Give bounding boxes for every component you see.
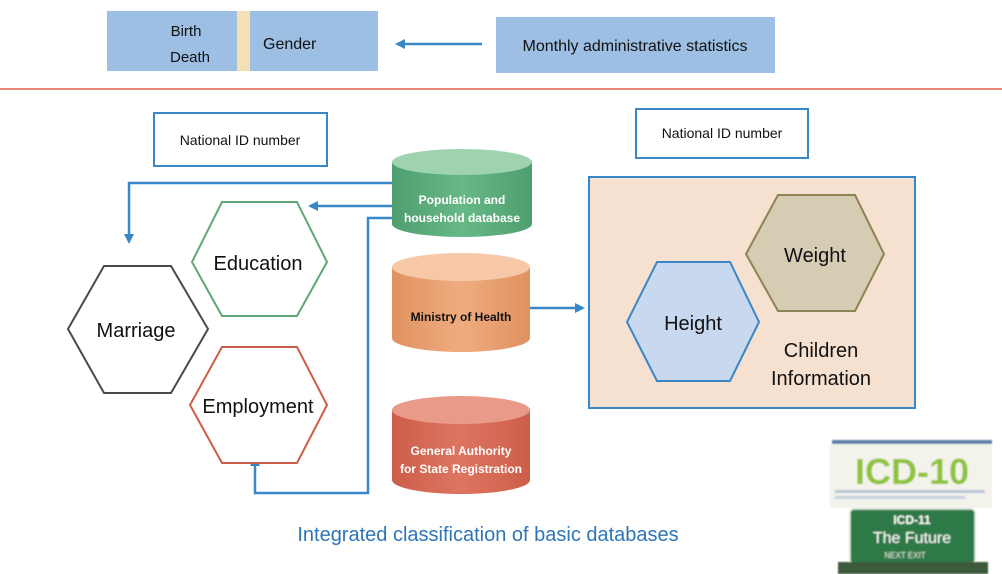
diagram-caption: Integrated classification of basic datab… xyxy=(297,524,678,546)
ministry-of-health-cylinder: Ministry of Health xyxy=(392,253,530,352)
icd-badge-image: ICD-10 ICD-11 The Future NEXT EXIT xyxy=(830,440,992,574)
birth-label: Birth xyxy=(171,23,202,40)
employment-label: Employment xyxy=(202,396,314,418)
population-to-employment-arrow xyxy=(250,216,392,495)
monthly-stats-box xyxy=(496,17,775,73)
gender-label: Gender xyxy=(263,36,317,53)
next-exit-text: NEXT EXIT xyxy=(884,551,925,560)
weight-hexagon xyxy=(744,194,886,312)
separator-strip xyxy=(237,11,250,71)
icd11-text: ICD-11 xyxy=(893,513,931,527)
education-label: Education xyxy=(214,253,303,275)
employment-hexagon xyxy=(188,346,329,464)
children-label: Children xyxy=(784,340,858,362)
population-label-1: Population and xyxy=(419,193,506,207)
general-authority-label-2: for State Registration xyxy=(400,462,522,476)
gender-box xyxy=(250,11,378,71)
general-authority-label-1: General Authority xyxy=(411,444,512,458)
general-authority-cylinder: General Authority for State Registration xyxy=(392,396,530,494)
height-label: Height xyxy=(664,313,722,335)
national-id-label-right: National ID number xyxy=(662,125,783,141)
information-label: Information xyxy=(771,368,871,390)
population-to-marriage-arrow xyxy=(124,181,392,244)
ministry-label: Ministry of Health xyxy=(411,310,512,324)
population-database-cylinder: Population and household database xyxy=(392,149,532,237)
future-text: The Future xyxy=(873,530,951,547)
population-label-2: household database xyxy=(404,211,520,225)
connectors xyxy=(124,181,585,495)
death-label: Death xyxy=(170,49,210,66)
icd10-text: ICD-10 xyxy=(855,451,969,492)
education-hexagon xyxy=(190,201,329,317)
weight-label: Weight xyxy=(784,245,846,267)
birth-death-box xyxy=(107,11,237,71)
national-id-label-left: National ID number xyxy=(180,132,301,148)
national-id-box-right xyxy=(635,108,809,159)
marriage-label: Marriage xyxy=(97,320,176,342)
monthly-stats-label: Monthly administrative statistics xyxy=(523,38,748,55)
height-hexagon xyxy=(625,261,761,382)
marriage-hexagon xyxy=(66,265,210,394)
national-id-box-left xyxy=(153,112,328,167)
top-bar: Birth Death Gender Monthly administrativ… xyxy=(107,11,775,73)
